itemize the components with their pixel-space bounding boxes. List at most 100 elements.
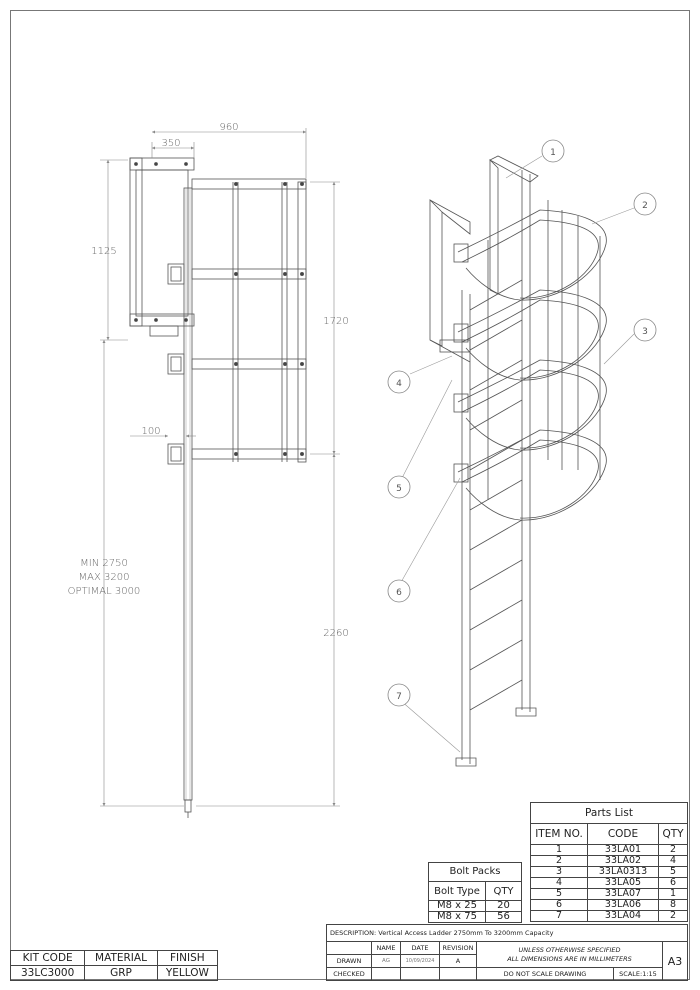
dimension-note: UNLESS OTHERWISE SPECIFIED ALL DIMENSION… xyxy=(476,941,663,968)
description-text: Vertical Access Ladder 2750mm To 3200mm … xyxy=(378,928,554,937)
part-qty: 2 xyxy=(658,844,688,856)
dim-100: 100 xyxy=(141,426,160,437)
wall-brackets xyxy=(167,263,185,465)
kit-finish: YELLOW xyxy=(156,965,219,981)
balloon-5 xyxy=(387,475,411,499)
part-item: 3 xyxy=(530,866,588,878)
part-code: 33LA02 xyxy=(587,855,659,867)
balloon-1 xyxy=(541,139,565,163)
dimension-lines xyxy=(100,128,340,807)
balloon-5-label: 5 xyxy=(396,484,402,494)
balloon-4-label: 4 xyxy=(396,379,402,389)
balloon-2 xyxy=(633,192,657,216)
kit-material: GRP xyxy=(84,965,158,981)
kit-table: KIT CODE MATERIAL FINISH 33LC3000 GRP YE… xyxy=(9,950,219,981)
part-qty: 2 xyxy=(658,910,688,922)
cage-hoops-iso xyxy=(457,209,607,521)
dim-960: 960 xyxy=(219,122,238,133)
stile-extension xyxy=(129,157,195,337)
parts-list-title: Parts List xyxy=(530,802,688,824)
dim-2260: 2260 xyxy=(323,628,348,639)
dim-min: MIN 2750 xyxy=(80,558,128,569)
cage-hoops xyxy=(191,178,307,460)
balloon-2-label: 2 xyxy=(642,201,648,211)
col-date: DATE xyxy=(400,941,440,955)
cage-outer-rail xyxy=(297,181,307,463)
part-code: 33LA07 xyxy=(587,888,659,900)
balloon-4 xyxy=(387,370,411,394)
part-qty: 8 xyxy=(658,899,688,911)
dim-350: 350 xyxy=(161,138,180,149)
isometric-view xyxy=(429,155,607,767)
revision: A xyxy=(439,954,477,968)
ladder-rungs xyxy=(469,279,523,711)
balloon-leaders xyxy=(399,155,635,753)
balloon-7-label: 7 xyxy=(396,692,402,702)
dim-1720: 1720 xyxy=(323,316,348,327)
kit-code: 33LC3000 xyxy=(9,965,86,981)
bolt-type: M8 x 75 xyxy=(428,911,486,923)
part-code: 33LA05 xyxy=(587,877,659,889)
note-line-2: ALL DIMENSIONS ARE IN MILLIMETERS xyxy=(507,954,632,963)
kit-header-code: KIT CODE xyxy=(9,950,86,966)
parts-header-item: ITEM NO. xyxy=(530,823,588,845)
note-line-1: UNLESS OTHERWISE SPECIFIED xyxy=(518,945,621,954)
bolt-header-type: Bolt Type xyxy=(428,881,486,901)
balloon-3-label: 3 xyxy=(642,327,648,337)
title-block: DESCRIPTION: Vertical Access Ladder 2750… xyxy=(326,924,688,981)
balloon-7 xyxy=(387,683,411,707)
dim-optimal: OPTIMAL 3000 xyxy=(68,586,141,597)
balloon-6-label: 6 xyxy=(396,588,402,598)
part-qty: 5 xyxy=(658,866,688,878)
part-code: 33LA06 xyxy=(587,899,659,911)
bolt-qty: 56 xyxy=(485,911,522,923)
part-code: 33LA0313 xyxy=(587,866,659,878)
do-not-scale: DO NOT SCALE DRAWING xyxy=(476,967,614,981)
parts-header-qty: QTY xyxy=(658,823,688,845)
drawn-label: DRAWN xyxy=(326,954,372,968)
part-item: 2 xyxy=(530,855,588,867)
scale: SCALE:1:15 xyxy=(613,967,663,981)
bolt-header-qty: QTY xyxy=(485,881,522,901)
balloons xyxy=(387,139,657,707)
col-revision: REVISION xyxy=(439,941,477,955)
part-item: 1 xyxy=(530,844,588,856)
kit-header-finish: FINISH xyxy=(156,950,219,966)
side-view xyxy=(129,157,307,818)
part-item: 6 xyxy=(530,899,588,911)
part-item: 5 xyxy=(530,888,588,900)
bolt-packs-title: Bolt Packs xyxy=(428,862,522,882)
description-cell: DESCRIPTION: Vertical Access Ladder 2750… xyxy=(326,924,688,942)
drawn-name: AG xyxy=(371,954,401,968)
bolt-qty: 20 xyxy=(485,900,522,912)
part-qty: 6 xyxy=(658,877,688,889)
part-item: 4 xyxy=(530,877,588,889)
part-qty: 1 xyxy=(658,888,688,900)
part-code: 33LA04 xyxy=(587,910,659,922)
col-name: NAME xyxy=(371,941,401,955)
balloon-1-label: 1 xyxy=(550,148,556,158)
balloon-3 xyxy=(633,318,657,342)
drawn-date: 10/09/2024 xyxy=(400,954,440,968)
part-code: 33LA01 xyxy=(587,844,659,856)
dim-max: MAX 3200 xyxy=(79,572,130,583)
part-qty: 4 xyxy=(658,855,688,867)
part-item: 7 xyxy=(530,910,588,922)
bolt-type: M8 x 25 xyxy=(428,900,486,912)
kit-header-material: MATERIAL xyxy=(84,950,158,966)
balloon-6 xyxy=(387,579,411,603)
dim-1125: 1125 xyxy=(91,246,116,257)
sheet-size: A3 xyxy=(662,941,688,981)
description-label: DESCRIPTION: xyxy=(330,928,377,937)
checked-label: CHECKED xyxy=(326,967,372,981)
